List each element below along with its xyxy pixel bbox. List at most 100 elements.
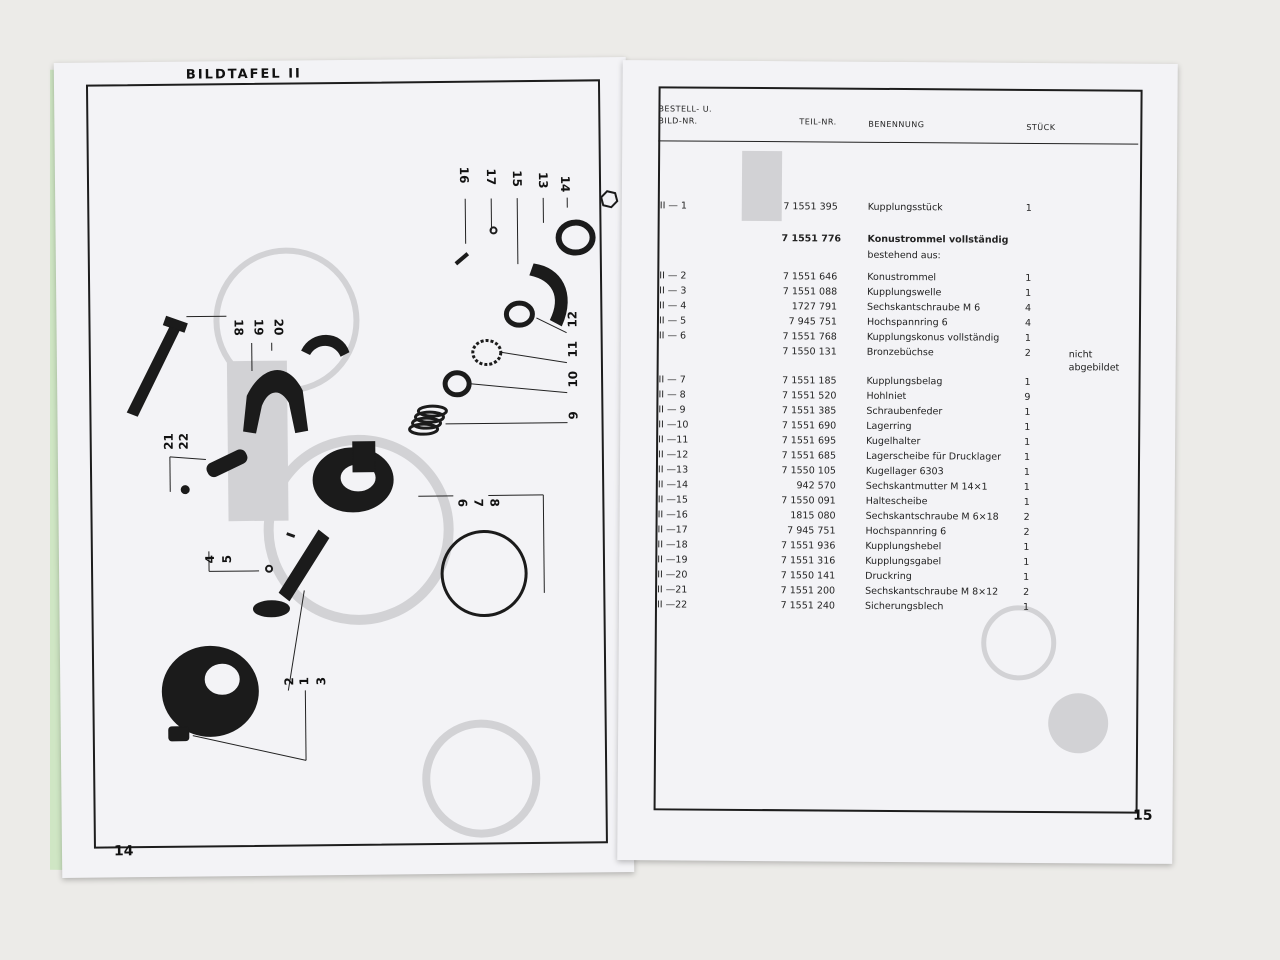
part-number-cell: 7 945 751 [787,525,836,537]
ball-bearing-part [555,219,596,256]
part-number-cell: 7 1550 141 [780,570,836,582]
part-number-cell: 7 1551 695 [781,435,837,447]
part-number-cell: 7 1551 520 [782,390,837,402]
description-cell: Sicherungsblech [864,600,944,613]
part-number-cell: 7 1551 200 [780,585,836,597]
figure-number-cell: II —10 [658,419,689,431]
part-number-cell: 7 1551 240 [780,600,836,612]
ball-retainer-part [471,338,503,366]
part-number-cell: 7 1551 768 [782,331,837,343]
callout-number: 13 [536,172,550,189]
screw-head-part [180,485,190,495]
figure-number-cell: II —16 [657,509,688,521]
callout-number: 18 [231,319,245,336]
callout-number: 17 [484,168,498,185]
description-cell: Bronzebüchse [866,346,934,359]
pressure-ring-part [301,335,350,357]
figure-number-cell: II —14 [657,479,689,491]
description-cell: Konustrommel vollständig [867,233,1009,246]
figure-number-cell: II — 2 [659,270,687,282]
left-page: BILDTAFEL II [53,57,635,878]
part-number-cell: 7 1551 185 [782,375,837,387]
quantity-cell: 1 [1025,272,1032,284]
callout-number: 1 [297,677,311,686]
retaining-washer-part [529,263,568,327]
description-cell: Schraubenfeder [866,405,943,418]
figure-number-cell: II —21 [657,584,688,596]
description-cell: Kupplungsbelag [866,375,943,388]
coupling-piece-part [168,726,190,742]
description-cell: Kupplungswelle [867,286,942,299]
description-cell: Sechskantschraube M 6×18 [865,510,999,523]
quantity-cell: 1 [1023,571,1030,583]
callout-number: 16 [457,167,471,184]
figure-number-cell: II — 7 [658,374,686,386]
description-cell: Hochspannring 6 [865,525,947,538]
bearing-ring-part [442,370,472,398]
quantity-cell: 2 [1024,347,1031,359]
lever-pivot-part [162,315,188,333]
callout-number: 8 [487,498,501,507]
callout-number: 22 [177,433,191,450]
callout-number: 2 [282,677,296,686]
callout-number: 5 [220,555,234,564]
figure-number-cell: II —19 [657,554,688,566]
figure-number-cell: II —22 [656,599,688,611]
quantity-cell: 1 [1022,601,1030,613]
figure-number-cell: II — 8 [658,389,686,401]
page-number-left: 14 [113,843,134,860]
quantity-cell: 1 [1023,481,1030,493]
quantity-cell: 2 [1023,511,1030,523]
description-cell: Sechskantschraube M 8×12 [865,585,999,598]
small-ring-part [265,564,274,573]
quantity-cell: 1 [1023,496,1030,508]
leader-line [169,456,206,460]
header-part-number: TEIL-NR. [799,117,837,127]
header-quantity: STÜCK [1026,122,1056,133]
header-order-number: BESTELL- U. [658,104,713,114]
bearing-disc-part [503,300,535,328]
description-cell: Kupplungsstück [867,201,943,214]
callout-number: 15 [510,170,524,187]
part-number-cell: 7 1551 088 [782,286,838,298]
lock-plate-part [206,449,248,478]
description-cell: Druckring [865,570,912,583]
figure-number-cell: II —12 [658,449,689,461]
figure-number-cell: II —20 [657,569,688,581]
clutch-fork-part [243,370,309,434]
callout-number: 20 [271,319,285,336]
part-number-cell: 1815 080 [790,510,836,522]
leader-line [488,494,544,496]
leader-line [516,198,519,265]
part-number-cell: 7 945 751 [788,316,838,328]
quantity-cell: 1 [1023,541,1030,553]
callout-number: 3 [314,677,328,686]
description-cell: Lagerscheibe für Drucklager [866,450,1002,463]
figure-number-cell: II — 1 [659,200,688,212]
callout-number: 7 [471,499,485,508]
quantity-cell: 9 [1024,391,1031,403]
description-cell: Sechskantmutter M 14×1 [865,480,988,493]
hex-nut-part [600,190,619,209]
quantity-cell: 1 [1023,451,1031,463]
quantity-cell: 1 [1024,376,1031,388]
screw-part [454,252,470,266]
part-number-cell: 7 1551 685 [781,450,837,462]
leader-line [445,422,568,425]
figure-number-cell: II — 3 [659,285,687,297]
part-number-cell: 7 1550 105 [781,465,836,477]
right-page: BESTELL- U. BILD-NR. TEIL-NR. BENENNUNG … [617,60,1178,864]
description-cell: Kupplungsgabel [865,555,942,568]
description-cell: Kugelhalter [866,435,921,448]
show-through-print [741,150,1109,754]
quantity-cell: 1 [1023,466,1031,478]
callout-number: 12 [565,311,579,328]
header-figure-number: BILD-NR. [658,116,698,126]
part-number-cell: 7 1551 936 [780,540,836,552]
spring-part [408,404,448,436]
callout-number: 9 [566,411,580,420]
leader-line [287,590,305,691]
quantity-cell: 1 [1024,436,1031,448]
note-cell: nicht abgebildet [1068,349,1120,374]
quantity-cell: 4 [1024,317,1032,329]
